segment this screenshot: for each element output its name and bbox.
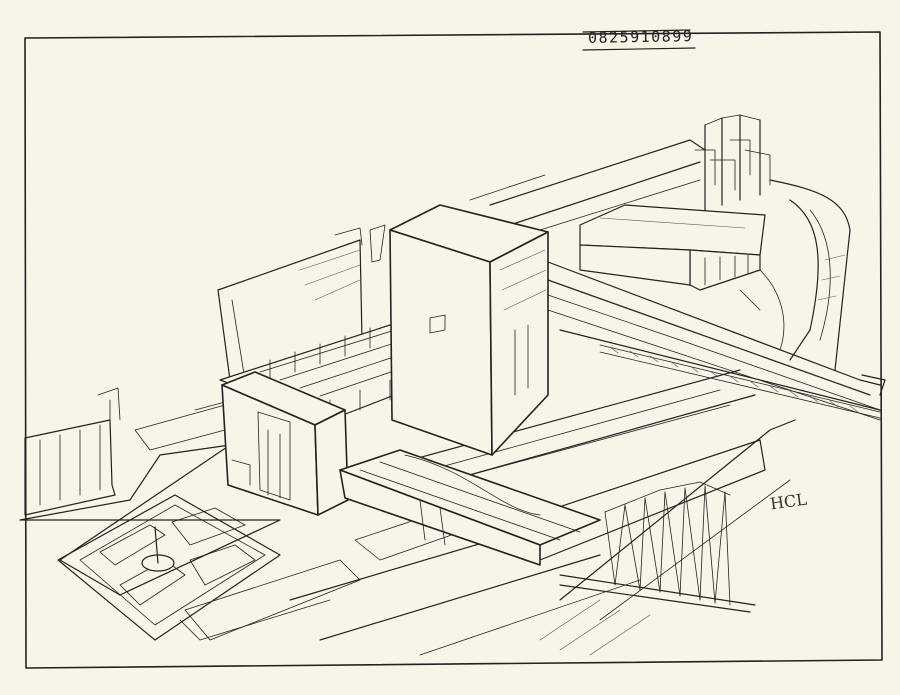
distant-towers (694, 114, 771, 216)
frame-border (24, 31, 883, 669)
sheet-number: 0825910899 (587, 27, 694, 47)
central-tower (389, 204, 549, 456)
garden-plaza (19, 444, 361, 641)
elevated-road (547, 261, 886, 421)
left-wall (24, 387, 121, 516)
bridge-building (339, 449, 601, 566)
riverbank-right (739, 179, 851, 371)
truss-bridge (559, 481, 756, 613)
upper-road (469, 139, 706, 231)
courtyard-wall (217, 227, 363, 381)
ruin-fragment (369, 224, 386, 263)
number-underline (582, 47, 696, 51)
entry-block (221, 371, 349, 516)
warehouse-building (579, 204, 766, 291)
